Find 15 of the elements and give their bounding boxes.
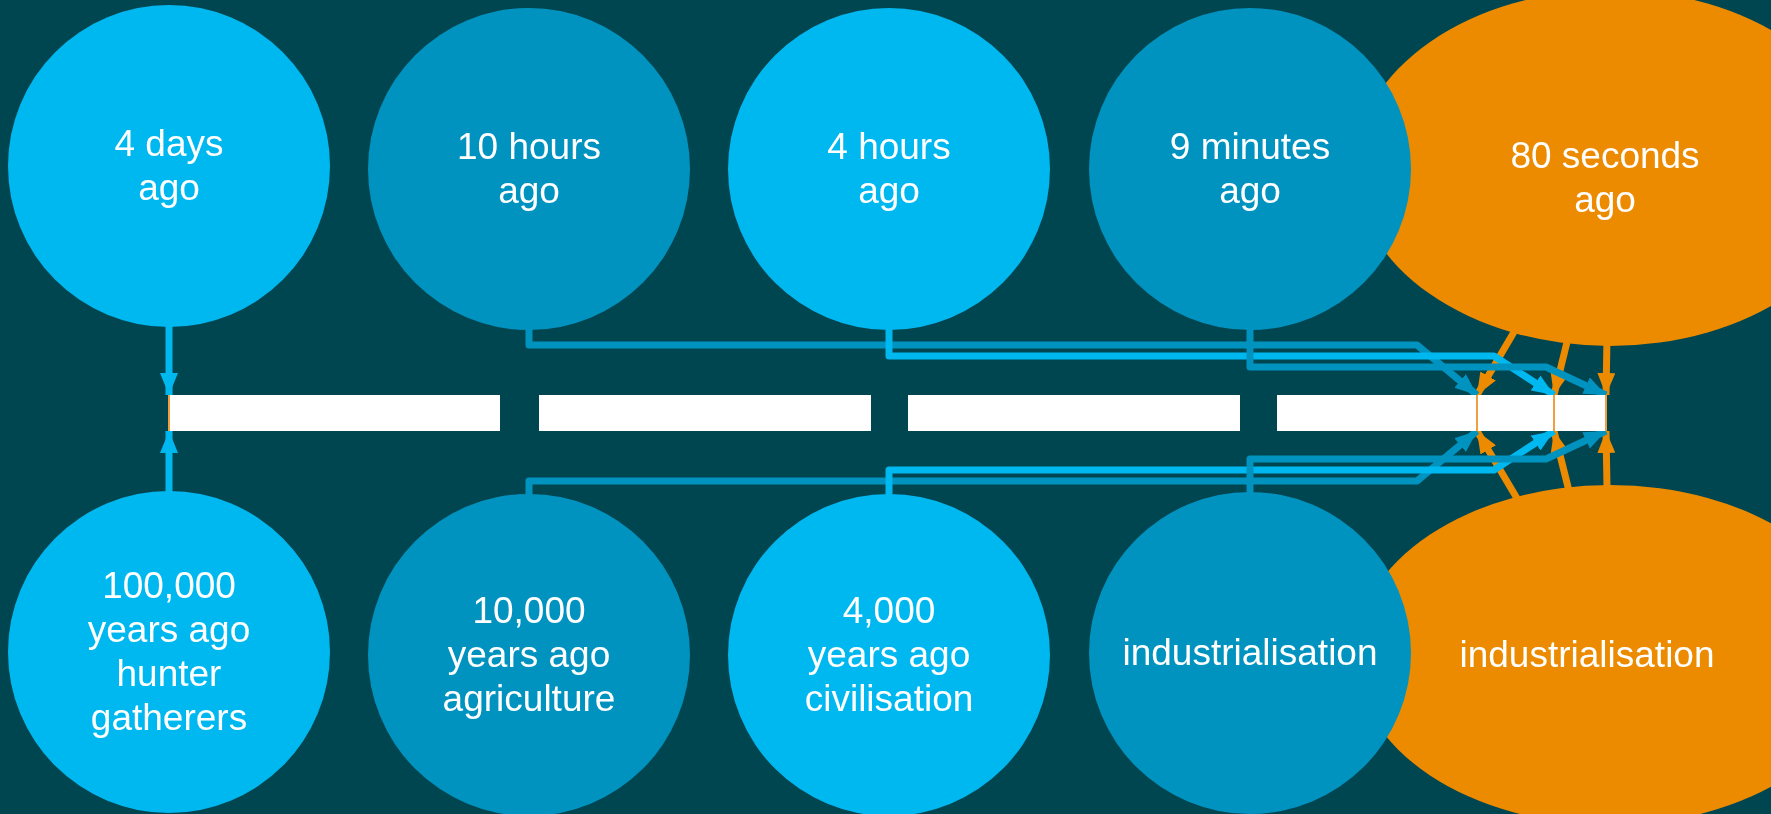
bubble-text: civilisation bbox=[804, 677, 974, 721]
pointer-arrow bbox=[160, 431, 178, 494]
bubble-text: 80 seconds ago bbox=[1509, 134, 1701, 222]
bubble-text: 10 hours ago bbox=[456, 125, 602, 213]
bubble-text: hunter gatherers bbox=[89, 652, 249, 740]
bubble-text: 4 hours ago bbox=[826, 125, 952, 213]
pointer-arrow bbox=[160, 324, 178, 395]
bubble-text: industrialisation bbox=[1122, 631, 1378, 675]
pointer-arrow bbox=[885, 328, 1556, 398]
bubble-text: agriculture bbox=[442, 677, 616, 721]
timeline-bar bbox=[168, 395, 1607, 431]
bubble-text: industrialisation bbox=[1459, 633, 1715, 677]
pointer-arrow bbox=[525, 328, 1480, 398]
bubble-text: 4 days ago bbox=[113, 122, 225, 210]
bubble-text: 9 minutes ago bbox=[1168, 125, 1332, 213]
